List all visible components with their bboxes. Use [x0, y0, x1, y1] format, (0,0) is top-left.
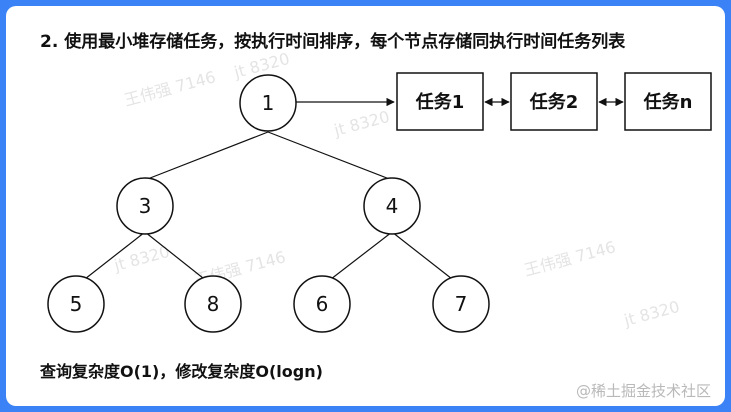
- node-label: 5: [70, 292, 83, 316]
- heap-node: 4: [363, 177, 421, 235]
- node-label: 7: [455, 292, 468, 316]
- complexity-note: 查询复杂度O(1)，修改复杂度O(logn): [40, 362, 323, 381]
- heap-node: 5: [47, 275, 105, 333]
- task-box: 任务2: [510, 72, 598, 131]
- node-label: 6: [316, 292, 329, 316]
- watermark-text: 王伟强 7146: [522, 237, 618, 280]
- edge-1-4: [267, 131, 393, 181]
- heap-node: 8: [184, 275, 242, 333]
- watermark-text: 王伟强 7146: [122, 67, 218, 110]
- task-label: 任务2: [529, 91, 579, 113]
- diagram-title: 2. 使用最小堆存储任务，按执行时间排序，每个节点存储同执行时间任务列表: [40, 32, 626, 52]
- watermark-text: jt 8320: [331, 107, 391, 140]
- task-label: 任务1: [415, 91, 465, 113]
- heap-diagram: 王伟强 7146 jt 8320 王伟强 7146 王伟强 7146 jt 83…: [47, 49, 712, 333]
- node-label: 1: [262, 91, 275, 115]
- node-label: 3: [139, 194, 152, 218]
- edge-3-5: [75, 231, 146, 287]
- node-label: 4: [386, 194, 399, 218]
- watermark-text: jt 8320: [111, 242, 171, 275]
- edge-3-8: [144, 231, 214, 287]
- diagram-card: 2. 使用最小堆存储任务，按执行时间排序，每个节点存储同执行时间任务列表 王伟强…: [6, 6, 725, 406]
- heap-edges: [75, 131, 462, 287]
- heap-node: 3: [116, 177, 174, 235]
- heap-node-root: 1: [239, 74, 297, 132]
- edge-4-6: [321, 231, 393, 287]
- heap-node: 7: [432, 275, 490, 333]
- watermark-text: jt 8320: [621, 297, 681, 330]
- edge-1-3: [144, 131, 269, 181]
- source-credit: @稀土掘金技术社区: [576, 382, 712, 400]
- node-label: 8: [207, 292, 220, 316]
- task-box: 任务1: [396, 72, 484, 131]
- task-box: 任务n: [624, 72, 712, 131]
- heap-node: 6: [293, 275, 351, 333]
- task-label: 任务n: [643, 91, 693, 113]
- edge-4-7: [391, 231, 462, 287]
